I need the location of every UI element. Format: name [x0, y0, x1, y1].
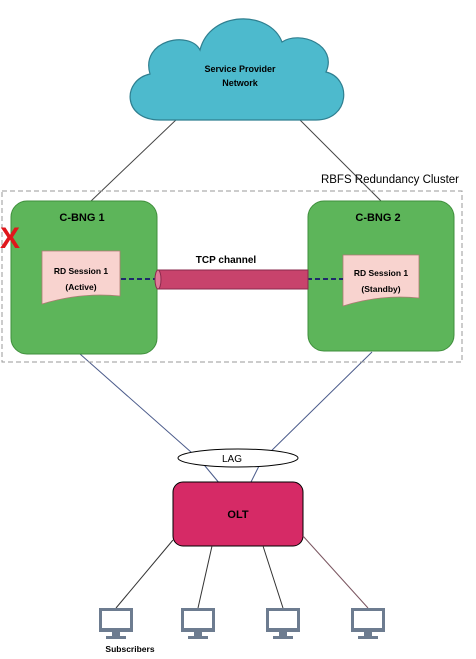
bng1-session-card: [41, 250, 121, 305]
tcp-channel-label: TCP channel: [196, 255, 257, 266]
olt-node[interactable]: OLT: [172, 481, 304, 547]
bng1-session-line1: RD Session 1: [54, 266, 109, 276]
link-cloud-bng2: [297, 117, 383, 203]
cloud-label-line2: Network: [222, 78, 259, 88]
link-bng1-olt: [79, 353, 201, 461]
lag-label: LAG: [222, 454, 242, 465]
link-bng2-olt: [261, 351, 373, 461]
subscriber-monitor-icon: [266, 608, 300, 639]
bng2-session-card: [342, 254, 420, 307]
tcp-pipe: [157, 269, 309, 290]
bng2-title: C-BNG 2: [355, 212, 400, 224]
bng2-node[interactable]: C-BNG 2 RD Session 1 (Standby): [307, 200, 455, 352]
cluster-label: RBFS Redundancy Cluster: [321, 174, 459, 186]
bng2-session-line1: RD Session 1: [354, 268, 409, 278]
subscriber-monitor-icon: [99, 608, 133, 639]
link-cloud-bng1: [89, 117, 179, 203]
service-provider-cloud: Service Provider Network: [129, 18, 345, 121]
tcp-channel: TCP channel: [121, 255, 343, 290]
link-olt-sub4: [302, 535, 369, 609]
redundancy-cluster-boundary: [1, 190, 463, 363]
failure-x-icon: X: [0, 222, 20, 255]
tcp-pipe-cap: [154, 269, 162, 290]
subscribers-label: Subscribers: [105, 644, 154, 654]
bng2-session-line2: (Standby): [361, 284, 400, 294]
link-olt-sub1: [115, 539, 174, 609]
bng1-session-line2: (Active): [65, 282, 96, 292]
link-olt-sub2: [197, 545, 213, 609]
cloud-label-line1: Service Provider: [204, 64, 276, 74]
link-olt-sub3: [262, 545, 284, 609]
bng1-title: C-BNG 1: [59, 212, 104, 224]
lag-bundle: LAG: [177, 448, 299, 468]
olt-label: OLT: [227, 509, 248, 521]
subscriber-monitor-icon: [351, 608, 385, 639]
bng1-node[interactable]: C-BNG 1 RD Session 1 (Active): [10, 200, 158, 355]
subscriber-monitor-icon: [181, 608, 215, 639]
